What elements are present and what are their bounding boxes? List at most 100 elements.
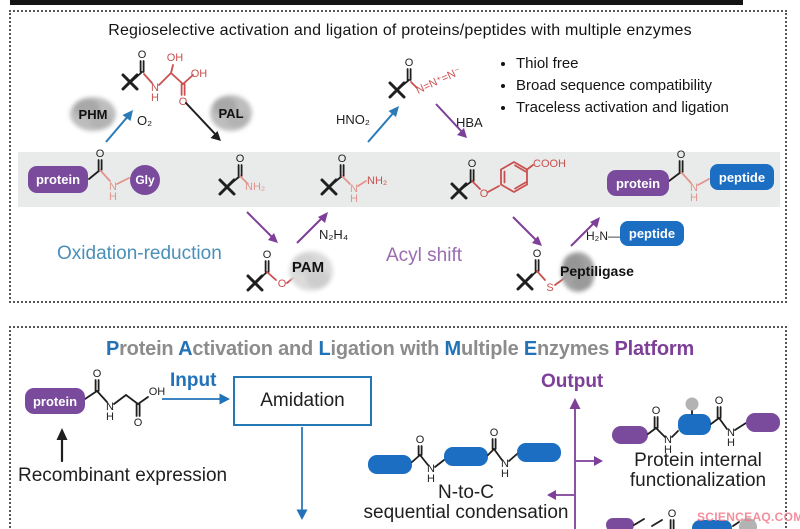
svg-text:H: H [427, 473, 435, 485]
title-seg: E [523, 338, 537, 360]
svg-text:NH₂: NH₂ [245, 181, 265, 193]
svg-text:N: N [350, 183, 358, 195]
svg-text:H: H [664, 444, 672, 456]
pal-enzyme-blob: PAL [210, 95, 252, 131]
title-seg: M [444, 338, 462, 360]
svg-text:O: O [138, 49, 147, 61]
internal-functionalization-structure: O N H O N H [612, 395, 780, 456]
svg-text:OH: OH [149, 386, 166, 398]
output-label: Output [541, 371, 604, 392]
pal-product-arrow [185, 102, 221, 141]
oxidation-reduction-arrows: N₂H₄ [246, 211, 348, 244]
svg-text:O: O [338, 153, 347, 165]
recombinant-expression-label: Recombinant expression [18, 465, 228, 486]
bottom-panel-border [9, 326, 787, 529]
svg-text:H: H [350, 193, 358, 205]
svg-text:O: O [405, 57, 414, 69]
svg-text:H: H [727, 437, 735, 449]
input-arrow [162, 393, 230, 405]
feature-bullet-list: Thiol free Broad sequence compatibility … [500, 53, 729, 119]
svg-text:N: N [664, 434, 672, 446]
svg-text:O: O [668, 508, 677, 520]
internal-functionalization-label-line1: Protein internal [634, 450, 762, 471]
title-seg: L [318, 338, 331, 360]
bullet-thiol-free: Thiol free [516, 53, 729, 75]
svg-text:HBA: HBA [456, 115, 483, 130]
svg-text:O: O [236, 153, 245, 165]
protein-box-substrate: protein [28, 166, 88, 193]
partial-bottom-structure: O [606, 508, 757, 529]
svg-text:PHM: PHM [79, 107, 108, 122]
title-seg: nzymes [536, 338, 615, 360]
hba-arrow: HBA [435, 103, 483, 138]
svg-text:H: H [690, 192, 698, 204]
svg-text:O: O [134, 417, 143, 429]
top-panel-title: Regioselective activation and ligation o… [108, 22, 692, 39]
hydrazide-structure: O N H NH₂ [320, 153, 387, 205]
gly-circle: Gly [130, 165, 160, 195]
svg-text:PAL: PAL [218, 106, 243, 121]
svg-text:S: S [546, 282, 553, 294]
bottom-panel-title: Protein Activation and Ligation with Mul… [2, 338, 798, 361]
output-axis-arrow [547, 398, 603, 529]
svg-text:O: O [480, 188, 489, 200]
n-to-c-label-line1: N-to-C [438, 482, 494, 503]
svg-text:O: O [179, 96, 188, 108]
svg-text:H: H [106, 411, 114, 423]
primary-amide-structure: O NH₂ [218, 153, 265, 196]
hno2-arrow: HNO₂ [336, 106, 399, 143]
protein-glycine-acid-structure: O N H O OH [84, 368, 166, 429]
bullet-broad-compatibility: Broad sequence compatibility [516, 75, 729, 97]
svg-text:O₂: O₂ [137, 113, 152, 128]
peptide-box-product: peptide [710, 164, 774, 190]
svg-text:O: O [468, 158, 477, 170]
title-seg: ctivation and [192, 338, 319, 360]
acyl-azide-structure: O N=N⁺=N⁻ [388, 57, 463, 99]
title-seg: ultiple [461, 338, 524, 360]
title-seg: igation with [330, 338, 445, 360]
svg-text:O: O [677, 149, 686, 161]
protein-box-product: protein [607, 170, 669, 196]
svg-text:O: O [278, 278, 287, 290]
svg-text:O: O [263, 249, 272, 261]
svg-text:N: N [106, 401, 114, 413]
svg-text:O: O [416, 434, 425, 446]
pam-enzyme-structure: O O PAM [246, 249, 333, 292]
svg-text:PAM: PAM [292, 259, 324, 276]
svg-text:O: O [96, 148, 105, 160]
amidation-box: Amidation [233, 376, 372, 426]
title-seg: Platform [614, 338, 695, 360]
svg-text:H₂N—: H₂N— [586, 229, 620, 243]
svg-text:N=N⁺=N⁻: N=N⁺=N⁻ [414, 65, 463, 96]
top-crop-bar [10, 0, 743, 5]
svg-text:N₂H₄: N₂H₄ [319, 227, 348, 242]
protein-box-bottom: protein [25, 388, 85, 414]
svg-text:H: H [501, 468, 509, 480]
n-to-c-label-line2: sequential condensation [363, 502, 569, 523]
title-seg: A [178, 338, 193, 360]
internal-functionalization-label-line2: functionalization [629, 470, 767, 491]
amidation-flow-line [296, 427, 308, 520]
o2-oxidation-arrow: O₂ [105, 110, 152, 143]
svg-text:N: N [427, 463, 435, 475]
svg-text:O: O [652, 405, 661, 417]
svg-text:O: O [93, 368, 102, 380]
protein-gly-structure: O N H [88, 148, 130, 203]
svg-text:N: N [501, 458, 509, 470]
phm-enzyme-blob: PHM [70, 97, 116, 131]
svg-text:OH: OH [167, 52, 184, 64]
input-label: Input [170, 370, 217, 391]
svg-text:H: H [151, 92, 159, 104]
hydroxyglycine-structure: O N H OH O OH [121, 49, 207, 108]
svg-text:H: H [109, 191, 117, 203]
peptide-box-amine: peptide [620, 221, 684, 246]
svg-text:COOH: COOH [533, 158, 566, 170]
svg-text:O: O [533, 248, 542, 260]
svg-text:Peptiligase: Peptiligase [560, 263, 634, 279]
protein-peptide-product-structure: O N H [668, 149, 710, 204]
svg-text:N: N [151, 82, 159, 94]
acyl-shift-arrows: H₂N— [512, 216, 620, 247]
title-seg: rotein [119, 338, 179, 360]
svg-text:N: N [727, 427, 735, 439]
